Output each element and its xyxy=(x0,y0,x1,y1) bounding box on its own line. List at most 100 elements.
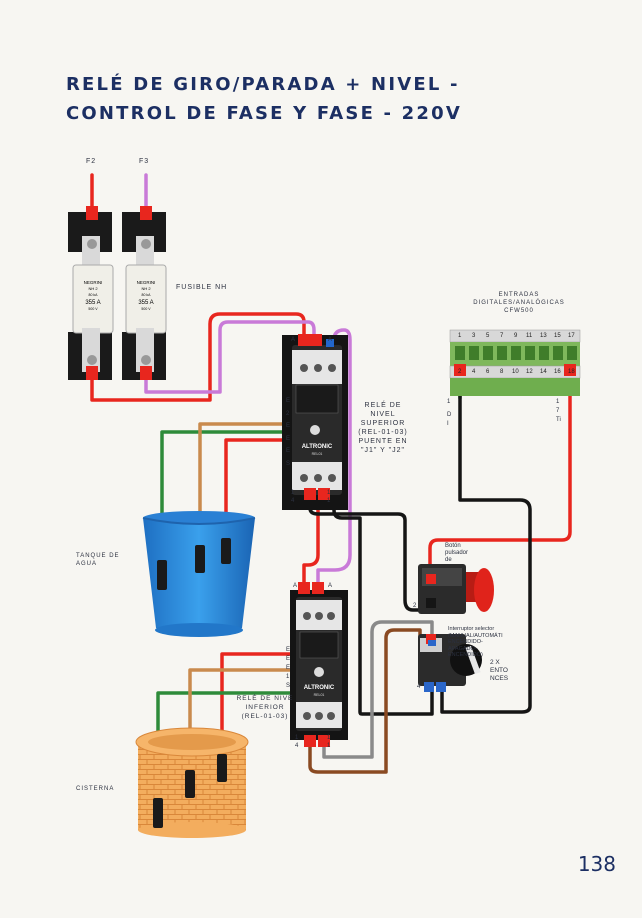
label-fuse: FUSIBLE NH xyxy=(176,284,228,291)
push-button-line-3: de xyxy=(445,557,452,563)
cfw-t8: 8 xyxy=(500,369,504,375)
cfw-t5: 5 xyxy=(486,333,490,339)
wire-fuse-upper-relay-red xyxy=(90,312,306,402)
lower-bottom-4: 4 xyxy=(295,743,299,749)
selector-line-5: ENCENDIDO) xyxy=(448,652,483,658)
upper-relay-line-6: "J1" Y "J2" xyxy=(360,447,406,454)
upper-side-e3: E xyxy=(286,435,291,442)
label-tank: TANQUE DE AGUA xyxy=(76,552,120,568)
upper-side-s: S xyxy=(286,460,291,467)
lower-level-relay: ALTRONIC REL01 xyxy=(290,582,348,747)
upper-relay-bottom-left: 1 4 xyxy=(291,489,294,505)
fuse-right-size: NH 2 xyxy=(141,286,151,291)
wire-black-2 xyxy=(332,493,434,716)
cfw-inputs-line-1: ENTRADAS xyxy=(498,292,540,298)
upper-relay-line-5: PUENTE EN xyxy=(358,438,408,445)
upper-side-e4: E xyxy=(286,448,291,454)
cfw-inputs-line-2: DIGITALES/ANALÓGICAS xyxy=(473,300,565,306)
cfw-left-d: D xyxy=(447,412,452,418)
label-selector: Interruptor selector (MANUAL/AUTOMÁTI EN… xyxy=(448,626,508,683)
cfw-right-vertical: 1 7 Ti xyxy=(556,398,564,425)
fuse-left-ka: 80 kA xyxy=(89,293,99,297)
wire-upper-relay-lower-relay-red xyxy=(302,493,320,587)
cistern-well xyxy=(135,727,249,838)
upper-relay-side-terminals: E 2 E E E S xyxy=(286,395,290,470)
selector-line-7: ENTO xyxy=(490,666,508,674)
lower-side-s: S xyxy=(286,683,291,689)
cfw-t2: 2 xyxy=(458,369,462,375)
lower-side-1: 1 xyxy=(286,674,290,680)
lower-side-e3: E xyxy=(286,665,291,671)
cfw-t14: 14 xyxy=(540,369,547,375)
fuse-left-amps: 355 A xyxy=(85,300,100,306)
label-upper-relay: RELÉ DE NIVEL SUPERIOR (REL-01-03) PUENT… xyxy=(348,401,418,455)
upper-level-relay: ALTRONIC REL01 xyxy=(282,334,348,510)
tank-probe-orange xyxy=(195,545,205,573)
lower-bottom-1b: 1 xyxy=(327,735,331,741)
selector-line-6: 2 X xyxy=(490,658,500,666)
cistern-probe-orange xyxy=(185,770,195,798)
label-push-button: Botón pulsador de xyxy=(445,543,468,564)
cfw-t12: 12 xyxy=(526,369,533,375)
upper-bottom-1c: 1 xyxy=(327,498,331,504)
button-mark-4: 4 xyxy=(417,684,421,690)
cfw500-terminal-block xyxy=(449,329,581,396)
cfw-t15: 15 xyxy=(554,333,561,339)
upper-relay-bottom-right: 1 1 xyxy=(327,489,330,505)
label-lower-relay: RELÉ DE NIVE INFERIOR (REL-01-03) xyxy=(232,694,298,721)
upper-side-e2: E xyxy=(286,423,291,429)
cfw-left-i: I xyxy=(447,421,449,427)
upper-relay-a-right: A xyxy=(328,337,333,343)
upper-side-e1: E xyxy=(286,398,291,404)
upper-relay-line-2: NIVEL xyxy=(370,411,396,418)
upper-relay-model: REL01 xyxy=(312,452,323,456)
wire-brown xyxy=(308,628,422,774)
cfw-t1: 1 xyxy=(458,333,462,339)
cfw-inputs-line-3: CFW500 xyxy=(504,308,534,314)
lower-relay-bottom-left: 1 4 xyxy=(295,734,298,750)
label-cfw-inputs: ENTRADAS DIGITALES/ANALÓGICAS CFW500 xyxy=(455,291,583,315)
lower-relay-a-left: A xyxy=(293,583,298,589)
button-mark-2: 2 xyxy=(413,603,417,609)
label-f3: F3 xyxy=(139,158,150,165)
upper-relay-line-3: SUPERIOR xyxy=(360,420,406,427)
fuse-left-volts: 500 V xyxy=(88,307,98,311)
lower-bottom-1: 1 xyxy=(295,735,299,741)
cfw-t16: 16 xyxy=(554,369,561,375)
tank-probe-green xyxy=(157,560,167,590)
cistern-probe-red xyxy=(217,754,227,782)
fuse-right-brand: NEGRINI xyxy=(137,280,156,285)
upper-bottom-1: 1 xyxy=(291,490,295,496)
selector-switch xyxy=(418,634,482,692)
title-line-1: RELÉ DE GIRO/PARADA + NIVEL - xyxy=(66,74,460,95)
selector-line-1: Interruptor selector xyxy=(448,626,495,632)
fuse-right-ka: 80 kA xyxy=(142,293,152,297)
upper-relay-line-1: RELÉ DE xyxy=(364,402,402,409)
cfw-t11: 11 xyxy=(526,333,533,339)
wire-button-cfw-red xyxy=(428,370,572,582)
cfw-t13: 13 xyxy=(540,333,547,339)
label-cistern: CISTERNA xyxy=(76,786,115,792)
push-button-line-1: Botón xyxy=(445,543,461,549)
lower-relay-line-1: RELÉ DE NIVE xyxy=(236,695,294,702)
page-number: 138 xyxy=(577,852,616,876)
lower-relay-a-right: A xyxy=(328,583,333,589)
label-f2: F2 xyxy=(86,158,97,165)
wire-upper-lower-violet xyxy=(316,328,352,587)
tank-line-2: AGUA xyxy=(76,561,98,567)
cfw-t4: 4 xyxy=(472,369,476,375)
wire-gray xyxy=(322,620,434,759)
fuse-right-volts: 500 V xyxy=(141,307,151,311)
cfw-t10: 10 xyxy=(512,369,519,375)
cfw-left-1: 1 xyxy=(447,399,451,405)
lower-relay-brand: ALTRONIC xyxy=(304,685,335,691)
lower-bottom-1c: 1 xyxy=(327,743,331,749)
page-title: RELÉ DE GIRO/PARADA + NIVEL - CONTROL DE… xyxy=(66,70,586,128)
upper-bottom-1b: 1 xyxy=(327,490,331,496)
selector-line-4: APAGADO- xyxy=(448,645,477,652)
cfw-right-1: 1 xyxy=(556,399,560,405)
lower-relay-model: REL01 xyxy=(314,693,325,697)
selector-line-3: ENCENDIDO- xyxy=(448,639,483,645)
nh-fuse-right: NEGRINI NH 2 80 kA 355 A 500 V xyxy=(122,206,167,380)
upper-relay-line-4: (REL-01-03) xyxy=(358,429,408,436)
